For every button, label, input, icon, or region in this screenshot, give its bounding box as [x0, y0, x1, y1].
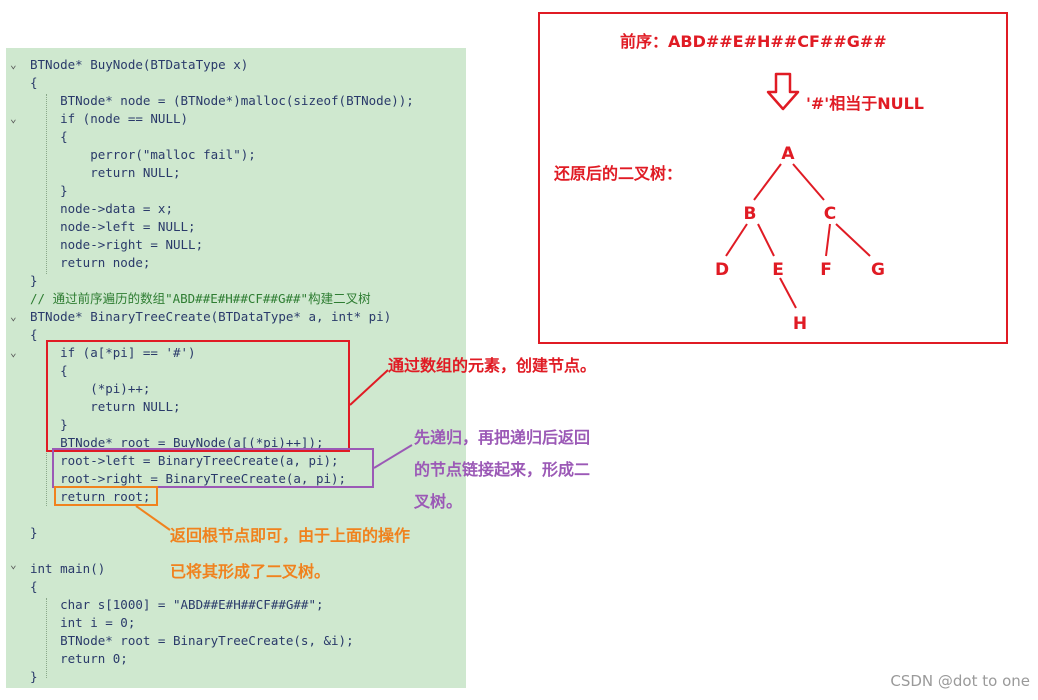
code-line: }	[30, 183, 68, 198]
annotation-return-root-line1: 返回根节点即可，由于上面的操作	[170, 526, 411, 545]
tree-panel: 前序：ABD##E#H##CF##G## '#'相当于NULL 还原后的二叉树：…	[538, 12, 1008, 344]
tree-node: D	[714, 260, 730, 280]
tree-node: B	[743, 204, 757, 224]
code-line: }	[30, 669, 38, 684]
tree-edges	[725, 163, 871, 309]
highlight-box-return-root	[54, 486, 158, 506]
indent-guide	[46, 94, 47, 274]
annotation-create-node: 通过数组的元素，创建节点。	[388, 356, 597, 375]
annotation-recurse-line3: 叉树。	[414, 492, 463, 511]
code-line: if (node == NULL)	[30, 111, 189, 126]
code-line: return NULL;	[30, 399, 181, 414]
tree-node: H	[792, 314, 808, 334]
edge-A-C	[792, 163, 825, 201]
down-arrow-icon	[766, 72, 800, 111]
code-line: {	[30, 75, 38, 90]
code-line: BTNode* root = BuyNode(a[(*pi)++]);	[30, 435, 324, 450]
tree-node: A	[781, 144, 795, 164]
code-line: {	[30, 579, 38, 594]
restored-tree-label: 还原后的二叉树：	[554, 164, 683, 183]
annotation-recurse-line2: 的节点链接起来，形成二	[414, 460, 591, 479]
annotation-return-root-line2: 已将其形成了二叉树。	[170, 562, 331, 581]
code-panel: ⌄ ⌄ ⌄ ⌄ ⌄ BTNode* BuyNode(BTDataType x) …	[6, 48, 466, 688]
code-line: char s[1000] = "ABD##E#H##CF##G##";	[30, 597, 324, 612]
code-line: if (a[*pi] == '#')	[30, 345, 196, 360]
fold-marker-icon[interactable]: ⌄	[10, 558, 17, 571]
code-line: node->data = x;	[30, 201, 173, 216]
code-line: return 0;	[30, 651, 128, 666]
code-line: }	[30, 525, 38, 540]
edge-B-D	[725, 223, 748, 257]
code-line: (*pi)++;	[30, 381, 151, 396]
fold-marker-icon[interactable]: ⌄	[10, 346, 17, 359]
tree-node: C	[823, 204, 837, 224]
code-line: {	[30, 327, 38, 342]
code-line: BTNode* BuyNode(BTDataType x)	[30, 57, 249, 72]
code-line: }	[30, 273, 38, 288]
code-line: BTNode* BinaryTreeCreate(BTDataType* a, …	[30, 309, 392, 324]
code-line: perror("malloc fail");	[30, 147, 256, 162]
edge-C-G	[835, 223, 871, 257]
code-line: int i = 0;	[30, 615, 136, 630]
code-line: return NULL;	[30, 165, 181, 180]
code-line: return root;	[30, 489, 151, 504]
fold-marker-icon[interactable]: ⌄	[10, 310, 17, 323]
fold-marker-icon[interactable]: ⌄	[10, 58, 17, 71]
tree-node: F	[820, 260, 832, 280]
watermark: CSDN @dot to one	[890, 672, 1030, 690]
edge-E-H	[779, 277, 797, 309]
code-line: return node;	[30, 255, 151, 270]
preorder-label: 前序：ABD##E#H##CF##G##	[620, 32, 887, 51]
code-line: node->left = NULL;	[30, 219, 196, 234]
edge-A-B	[753, 163, 782, 201]
hash-note: '#'相当于NULL	[806, 94, 924, 113]
code-line: BTNode* node = (BTNode*)malloc(sizeof(BT…	[30, 93, 414, 108]
code-line: {	[30, 129, 68, 144]
code-line: }	[30, 417, 68, 432]
highlight-box-create-node	[46, 340, 350, 452]
code-line: BTNode* root = BinaryTreeCreate(s, &i);	[30, 633, 354, 648]
indent-guide	[46, 598, 47, 678]
code-line: root->right = BinaryTreeCreate(a, pi);	[30, 471, 347, 486]
code-line: root->left = BinaryTreeCreate(a, pi);	[30, 453, 339, 468]
tree-node: G	[871, 260, 885, 280]
code-line: int main()	[30, 561, 106, 576]
highlight-box-recurse	[52, 448, 374, 488]
edge-B-E	[757, 223, 775, 257]
tree-node: E	[772, 260, 784, 280]
code-comment: // 通过前序遍历的数组"ABD##E#H##CF##G##"构建二叉树	[30, 291, 371, 306]
code-line: node->right = NULL;	[30, 237, 204, 252]
code-line: {	[30, 363, 68, 378]
fold-marker-icon[interactable]: ⌄	[10, 112, 17, 125]
edge-C-F	[825, 223, 831, 257]
annotation-recurse-line1: 先递归，再把递归后返回	[414, 428, 591, 447]
